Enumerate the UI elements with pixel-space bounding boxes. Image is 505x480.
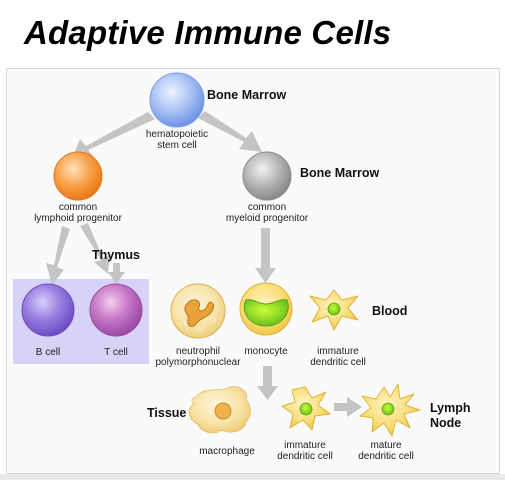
myeloid-progenitor-cell (242, 151, 292, 201)
arrow-lymphoid-to-b (46, 226, 70, 285)
label-myeloid-progenitor: common myeloid progenitor (225, 202, 309, 224)
label-macrophage: macrophage (199, 446, 255, 457)
lymphoid-progenitor-cell (53, 151, 103, 201)
monocyte-cell (239, 282, 293, 336)
bottom-strip (0, 474, 505, 480)
b-cell (21, 283, 75, 337)
label-hsc: hematopoietic stem cell (145, 129, 209, 151)
label-neutrophil: neutrophil polymorphonuclear (155, 346, 241, 368)
macrophage-cell (188, 386, 251, 434)
mature-dendritic-cell (359, 383, 421, 437)
header-lymph-node-line2: Node (430, 416, 462, 430)
header-bone-marrow-top: Bone Marrow (207, 88, 287, 102)
arrow-myeloid-head (255, 268, 276, 283)
arrow-monocyte-head (257, 386, 278, 400)
arrow-hsc-to-lymphoid (71, 112, 155, 161)
neutrophil-cell (170, 283, 226, 339)
immature-dendritic-cell-blood (309, 289, 359, 331)
arrow-hsc-to-myeloid (198, 111, 262, 152)
label-b-cell: B cell (35, 347, 61, 358)
label-monocyte: monocyte (244, 346, 288, 357)
label-t-cell: T cell (104, 347, 128, 358)
label-immature-dc-blood: immature dendritic cell (310, 346, 366, 368)
hsc-cell (149, 72, 205, 128)
arrow-dc-stem (334, 403, 348, 411)
immature-dendritic-cell-tissue (281, 386, 331, 431)
header-lymph-node: Lymph Node (430, 401, 471, 431)
arrow-thymus-head (108, 272, 125, 284)
arrow-lymphoid-to-t (80, 223, 110, 274)
arrow-thymus-stem (113, 263, 120, 272)
page-title: Adaptive Immune Cells (24, 14, 392, 51)
header-lymph-node-line1: Lymph (430, 401, 471, 415)
label-immature-dc-tissue: immature dendritic cell (277, 440, 333, 462)
label-mature-dc: mature dendritic cell (358, 440, 414, 462)
label-lymphoid-progenitor: common lymphoid progenitor (34, 202, 122, 224)
arrow-myeloid-stem (261, 228, 270, 270)
arrow-dc-head (347, 397, 362, 417)
header-tissue: Tissue (147, 406, 187, 420)
arrow-monocyte-stem (263, 366, 272, 388)
header-bone-marrow-right: Bone Marrow (300, 166, 380, 180)
header-thymus: Thymus (92, 248, 140, 262)
t-cell (89, 283, 143, 337)
header-blood: Blood (372, 304, 408, 318)
